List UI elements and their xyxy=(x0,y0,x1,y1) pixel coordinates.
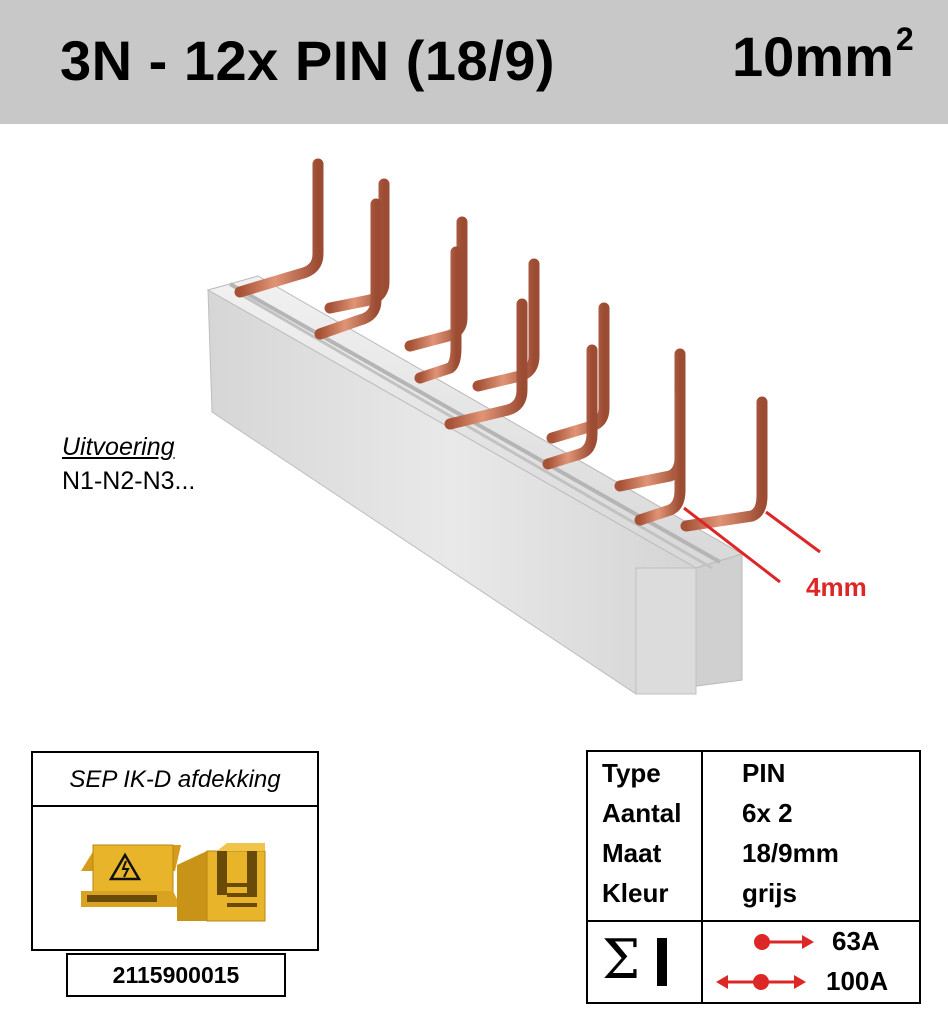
dimension-line-right xyxy=(765,510,821,554)
busbar-illustration xyxy=(206,158,821,695)
spec-value-maat: 18/9mm xyxy=(742,838,839,868)
warning-icon xyxy=(108,852,142,881)
spec-label-aantal: Aantal xyxy=(602,798,682,828)
uitvoering-title: Uitvoering xyxy=(62,433,175,461)
spec-value-kleur: grijs xyxy=(742,878,797,908)
product-title: 3N - 12x PIN (18/9) xyxy=(60,29,556,92)
header-bar: 3N - 12x PIN (18/9) 10mm2 xyxy=(0,0,948,124)
current-double: 100A xyxy=(826,966,889,996)
spec-label-kleur: Kleur xyxy=(602,878,669,908)
spec-value-type: PIN xyxy=(742,758,786,788)
spec-label-maat: Maat xyxy=(602,838,662,868)
current-single: 63A xyxy=(832,926,880,956)
cross-section: 10mm2 xyxy=(732,21,914,89)
cross-section-exponent: 2 xyxy=(895,21,914,58)
copper-pins xyxy=(234,158,768,532)
cover-cap-illustration xyxy=(81,843,266,922)
cross-section-value: 10mm xyxy=(732,25,894,88)
cover-article-code: 2115900015 xyxy=(66,953,286,997)
double-feed-arrow-icon xyxy=(716,974,806,990)
current-bar-icon xyxy=(657,938,667,986)
busbar-housing xyxy=(206,275,744,695)
dimension-label: 4mm xyxy=(806,572,867,602)
spec-value-aantal: 6x 2 xyxy=(742,798,793,828)
dimension-line-left xyxy=(683,506,781,584)
sigma-icon: Σ xyxy=(602,928,641,991)
cover-panel: SEP IK-D afdekking xyxy=(31,751,319,951)
spec-label-type: Type xyxy=(602,758,661,788)
single-feed-arrow-icon xyxy=(754,934,814,950)
uitvoering-value: N1-N2-N3... xyxy=(62,467,196,495)
spec-table: Type PIN Aantal 6x 2 Maat 18/9mm Kleur g… xyxy=(586,750,921,1004)
cover-title: SEP IK-D afdekking xyxy=(33,753,317,807)
